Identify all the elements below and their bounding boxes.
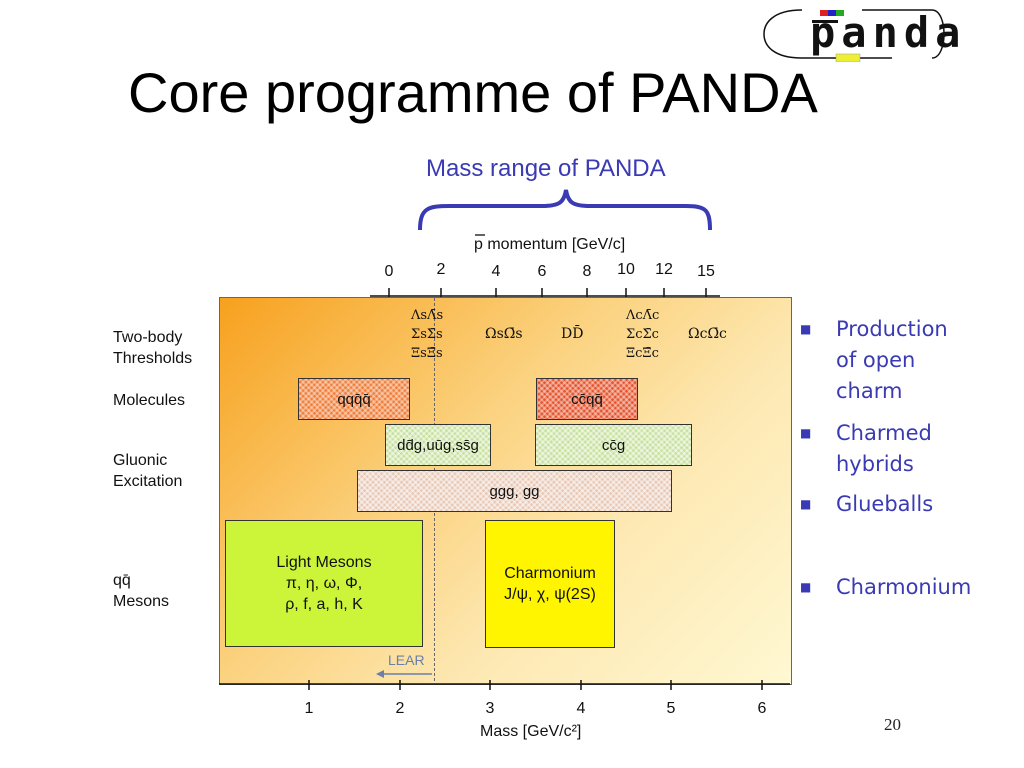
threshold-line: ΞsΞ̄s — [411, 346, 443, 361]
bottom-tick-label: 5 — [666, 700, 676, 717]
top-axis-line — [370, 288, 720, 298]
bottom-tick-label: 3 — [485, 700, 495, 717]
left-arrow-icon — [376, 670, 432, 678]
bottom-axis-label: Mass [GeV/c²] — [480, 723, 582, 740]
top-tick-label: 2 — [436, 261, 446, 278]
box-line: π, η, ω, Φ, — [285, 575, 363, 592]
page-number: 20 — [884, 715, 901, 734]
box-charmed-hybrids: cc̄g — [535, 424, 692, 466]
box-light-hybrids: dd̄g,uūg,ss̄g — [385, 424, 491, 466]
threshold-d-dbar: DD̄ — [561, 326, 584, 342]
bottom-tick-label: 4 — [576, 700, 586, 717]
bullet-text: Charmed hybrids — [836, 418, 932, 480]
bullet-line: Charmed — [836, 421, 932, 445]
bottom-tick-label: 1 — [304, 700, 314, 717]
bullet-line: of open — [836, 348, 916, 372]
top-tick-label: 12 — [655, 261, 673, 278]
bullet-line: hybrids — [836, 452, 914, 476]
mass-range-label: Mass range of PANDA — [426, 155, 666, 182]
threshold-line: ΛsΛ̄s — [411, 308, 444, 323]
row-label-gluonic: Gluonic Excitation — [113, 450, 182, 492]
top-tick-label: 10 — [617, 261, 635, 278]
box-line: Charmonium — [504, 565, 596, 582]
logo-ellipse-icon — [763, 9, 945, 62]
row-label-line: Thresholds — [113, 350, 193, 367]
slide-title: Core programme of PANDA — [128, 61, 818, 124]
bullet-text: Charmonium — [836, 572, 971, 603]
bullet-square-icon: ■ — [800, 580, 812, 594]
pbar-overline-icon — [475, 234, 485, 236]
box-charmonium: Charmonium J/ψ, χ, ψ(2S) — [485, 520, 615, 648]
top-tick-label: 6 — [537, 263, 547, 280]
row-label-mesons: qq̄ Mesons — [113, 570, 169, 612]
lear-label: LEAR — [388, 652, 425, 668]
top-axis-label: p momentum [GeV/c] — [474, 236, 626, 253]
box-light-mesons: Light Mesons π, η, ω, Φ, ρ, f, a, h, K — [225, 520, 423, 647]
bullet-square-icon: ■ — [800, 322, 812, 336]
top-tick-label: 15 — [697, 263, 715, 280]
threshold-omega-s: ΩsΩ̄s — [485, 326, 523, 342]
box-line: J/ψ, χ, ψ(2S) — [504, 586, 596, 603]
threshold-omega-c: ΩcΩ̄c — [688, 326, 727, 342]
bottom-axis-line — [219, 680, 790, 690]
top-tick-label: 0 — [384, 263, 394, 280]
bottom-tick-label: 2 — [395, 700, 405, 717]
threshold-charmed-baryons: ΛcΛ̄c ΣcΣ̄c ΞcΞ̄c — [626, 306, 659, 363]
row-label-line: Excitation — [113, 473, 183, 490]
box-light-molecules: qqq̄q̄ — [298, 378, 410, 420]
threshold-line: ΛcΛ̄c — [626, 308, 660, 323]
threshold-line: ΞcΞ̄c — [626, 346, 659, 361]
bullet-line: Charmonium — [836, 575, 972, 599]
threshold-line: ΣcΣ̄c — [626, 327, 659, 342]
bullet-line: Glueballs — [836, 492, 934, 516]
bullet-square-icon: ■ — [800, 497, 812, 511]
box-line: ρ, f, a, h, K — [285, 596, 363, 613]
mass-range-brace-icon — [418, 189, 712, 231]
top-tick-label: 8 — [582, 263, 592, 280]
logo-text: panda — [810, 8, 967, 57]
top-tick-label: 4 — [491, 263, 501, 280]
row-label-line: Gluonic — [113, 452, 168, 469]
bullet-text: Glueballs — [836, 489, 933, 520]
box-line: Light Mesons — [276, 554, 372, 571]
row-label-molecules: Molecules — [113, 392, 186, 409]
bullet-line: Production — [836, 317, 948, 341]
box-charm-molecules: cc̄qq̄ — [536, 378, 638, 420]
panda-logo: panda — [762, 6, 1014, 62]
threshold-strange-baryons: ΛsΛ̄s ΣsΣ̄s ΞsΞ̄s — [411, 306, 443, 363]
box-glueballs: ggg, gg — [357, 470, 672, 512]
row-label-two-body: Two-body Thresholds — [113, 327, 192, 369]
bottom-tick-label: 6 — [757, 700, 767, 717]
bullet-text: Production of open charm — [836, 314, 948, 407]
threshold-line: ΣsΣ̄s — [411, 327, 443, 342]
row-label-line: qq̄ — [113, 572, 131, 589]
row-label-line: Two-body — [113, 329, 183, 346]
bullet-line: charm — [836, 379, 903, 403]
bullet-square-icon: ■ — [800, 426, 812, 440]
row-label-line: Mesons — [113, 593, 170, 610]
